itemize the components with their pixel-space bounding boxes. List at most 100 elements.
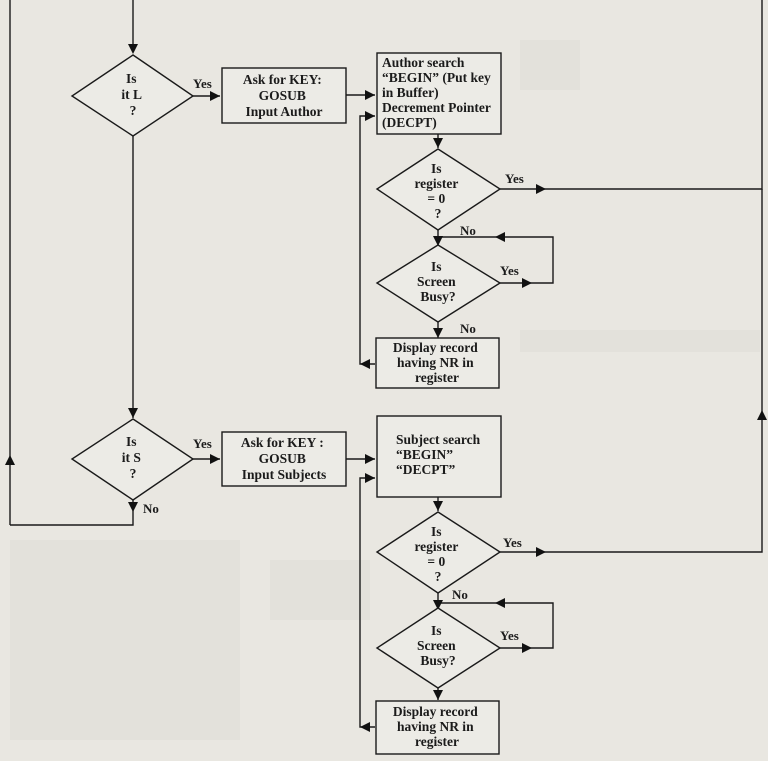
process-box bbox=[376, 415, 502, 498]
decision-register-zero-1: Is register = 0 ? bbox=[375, 148, 502, 231]
process-box bbox=[221, 67, 347, 124]
arrow-up-icon bbox=[5, 455, 15, 465]
edge-label-no: No bbox=[460, 223, 476, 238]
arrow-down-icon bbox=[128, 408, 138, 418]
node-line: (DECPT) bbox=[382, 115, 437, 130]
arrow-up-icon bbox=[757, 410, 767, 420]
process-ask-subjects: Ask for KEY : GOSUB Input Subjects bbox=[221, 431, 347, 487]
arrow-down-icon bbox=[433, 600, 443, 610]
arrow-right-icon bbox=[522, 643, 532, 653]
ghost-mark bbox=[520, 330, 760, 352]
arrow-down-icon bbox=[128, 502, 138, 512]
node-text: Display record having NR in register bbox=[393, 340, 481, 385]
edge-label-yes: Yes bbox=[505, 171, 524, 186]
node-line: Is bbox=[431, 259, 442, 274]
node-line: ? bbox=[130, 103, 137, 118]
arrow-down-icon bbox=[433, 138, 443, 148]
node-text: Display record having NR in register bbox=[393, 704, 481, 749]
node-line: having NR in bbox=[397, 719, 474, 734]
decision-diamond bbox=[375, 607, 502, 689]
edge-display1-loop bbox=[359, 115, 375, 365]
edge-label-yes: Yes bbox=[503, 535, 522, 550]
arrow-down-icon bbox=[128, 44, 138, 54]
node-line: in Buffer) bbox=[382, 85, 439, 100]
node-line: Is bbox=[431, 623, 442, 638]
node-line: register bbox=[414, 539, 458, 554]
arrow-right-icon bbox=[210, 454, 220, 464]
node-line: “BEGIN” bbox=[396, 447, 453, 462]
ghost-mark bbox=[10, 540, 240, 740]
node-text: Is register = 0 ? bbox=[414, 161, 461, 221]
node-line: GOSUB bbox=[259, 88, 306, 103]
arrow-down-icon bbox=[433, 690, 443, 700]
ghost-mark bbox=[270, 560, 370, 620]
arrow-down-icon bbox=[433, 236, 443, 246]
node-text: Ask for KEY: GOSUB Input Author bbox=[243, 72, 325, 119]
node-line: Ask for KEY: bbox=[243, 72, 322, 87]
node-text: Is register = 0 ? bbox=[414, 524, 461, 584]
node-line: having NR in bbox=[397, 355, 474, 370]
node-text: Author search “BEGIN” (Put key in Buffer… bbox=[382, 55, 494, 130]
edge-s-no bbox=[10, 500, 134, 526]
node-line: Subject search bbox=[396, 432, 481, 447]
decision-screen-busy-2: Is Screen Busy? bbox=[375, 607, 502, 689]
edge-label-yes: Yes bbox=[193, 436, 212, 451]
arrow-left-icon bbox=[360, 722, 370, 732]
node-line: it S bbox=[122, 450, 141, 465]
arrow-left-icon bbox=[495, 232, 505, 242]
decision-screen-busy-1: Is Screen Busy? bbox=[375, 244, 502, 323]
process-box bbox=[375, 700, 500, 755]
process-box bbox=[221, 431, 347, 487]
decision-is-it-s: Is it S ? bbox=[70, 418, 195, 501]
process-subject-search: Subject search “BEGIN” “DECPT” bbox=[376, 415, 502, 498]
node-line: Is bbox=[126, 434, 137, 449]
node-line: ? bbox=[130, 466, 137, 481]
arrow-right-icon bbox=[365, 111, 375, 121]
decision-is-it-l: Is it L ? bbox=[70, 54, 195, 137]
node-line: Display record bbox=[393, 340, 478, 355]
process-box bbox=[375, 337, 500, 389]
node-text: Is Screen Busy? bbox=[417, 623, 459, 668]
edge-label-yes: Yes bbox=[500, 263, 519, 278]
node-line: Input Author bbox=[246, 104, 323, 119]
decision-diamond bbox=[375, 511, 502, 594]
edge-labels: Yes Yes No Yes No Yes No Yes No Yes bbox=[143, 76, 524, 643]
node-line: Display record bbox=[393, 704, 478, 719]
ghost-mark bbox=[520, 40, 580, 90]
process-box bbox=[376, 52, 502, 135]
arrow-right-icon bbox=[536, 547, 546, 557]
arrow-right-icon bbox=[365, 454, 375, 464]
node-line: Busy? bbox=[420, 653, 455, 668]
node-line: ? bbox=[435, 206, 442, 221]
edge-label-no: No bbox=[452, 587, 468, 602]
decision-diamond bbox=[70, 54, 195, 137]
decision-register-zero-2: Is register = 0 ? bbox=[375, 511, 502, 594]
node-line: register bbox=[415, 370, 459, 385]
node-line: Input Subjects bbox=[242, 467, 326, 482]
node-line: = 0 bbox=[427, 554, 445, 569]
background-artifacts bbox=[10, 40, 760, 740]
arrow-right-icon bbox=[210, 91, 220, 101]
arrow-right-icon bbox=[365, 90, 375, 100]
arrow-down-icon bbox=[433, 501, 443, 511]
decision-diamond bbox=[375, 244, 502, 323]
edge-label-yes: Yes bbox=[500, 628, 519, 643]
node-line: GOSUB bbox=[259, 451, 306, 466]
node-line: Screen bbox=[417, 638, 456, 653]
node-line: Is bbox=[126, 71, 137, 86]
process-author-search: Author search “BEGIN” (Put key in Buffer… bbox=[376, 52, 502, 135]
arrow-left-icon bbox=[495, 598, 505, 608]
edge-label-no: No bbox=[143, 501, 159, 516]
node-line: “DECPT” bbox=[396, 462, 456, 477]
arrowheads bbox=[5, 44, 767, 732]
node-line: ? bbox=[435, 569, 442, 584]
node-line: = 0 bbox=[427, 191, 445, 206]
node-line: Busy? bbox=[420, 289, 455, 304]
edge-label-yes: Yes bbox=[193, 76, 212, 91]
arrow-left-icon bbox=[360, 359, 370, 369]
node-line: Screen bbox=[417, 274, 456, 289]
node-line: it L bbox=[121, 87, 142, 102]
node-line: register bbox=[415, 734, 459, 749]
arrow-down-icon bbox=[433, 328, 443, 338]
